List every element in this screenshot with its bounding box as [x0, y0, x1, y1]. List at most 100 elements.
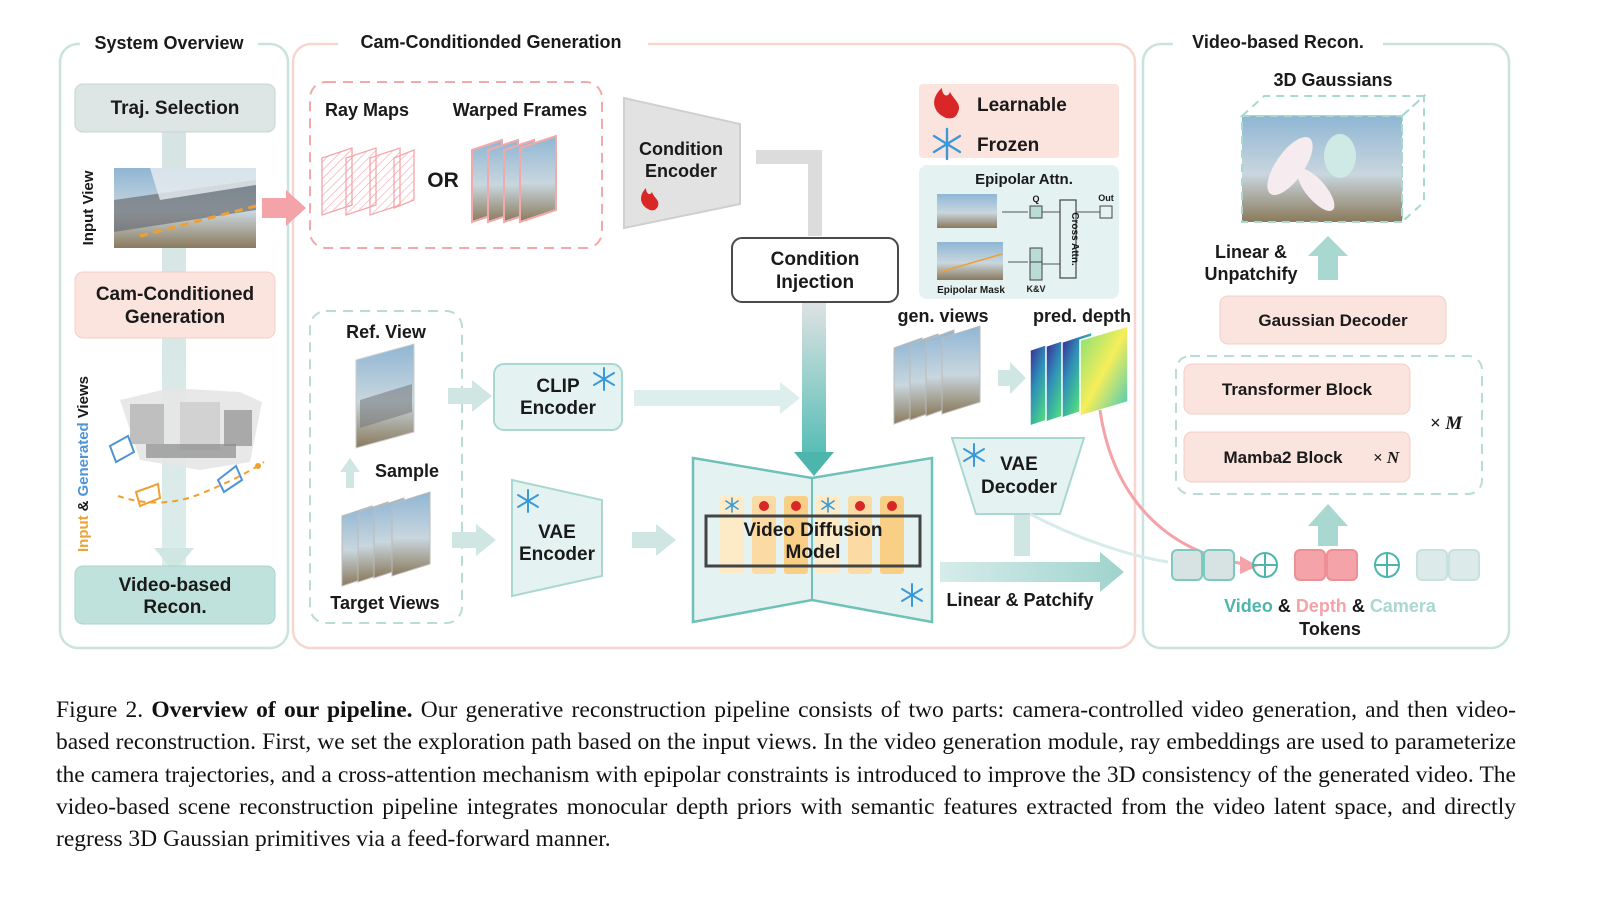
panel-cam-generation: Cam-Conditionded Generation	[291, 30, 1137, 650]
recon-label-line2: Recon.	[143, 597, 206, 618]
decoder-up-stem	[1014, 514, 1030, 556]
point-cloud-illustration	[108, 388, 265, 508]
sample-label: Sample	[375, 461, 439, 481]
pred-depth-image	[1029, 325, 1129, 428]
linear-patchify-label: Linear & Patchify	[946, 590, 1093, 610]
vae-encoder: VAE Encoder	[511, 478, 603, 598]
snowflake-icon	[517, 489, 539, 513]
epi-kv-label: K&V	[1026, 284, 1045, 294]
cam-conditioned-generation-box: Cam-Conditioned Generation	[74, 271, 276, 339]
condition-injection-box: Condition Injection	[731, 237, 899, 303]
or-label: OR	[427, 169, 459, 192]
snowflake-icon	[963, 443, 985, 467]
warped-frames-label: Warped Frames	[453, 100, 587, 120]
figure-caption: Figure 2. Overview of our pipeline. Our …	[56, 694, 1516, 855]
gen-views-image	[893, 325, 981, 425]
flame-icon	[934, 88, 960, 119]
epi-mask-label: Epipolar Mask	[937, 285, 1005, 296]
video-recon-title: Video-based Recon.	[1192, 32, 1364, 52]
mamba-block-label: Mamba2 Block	[1223, 448, 1343, 467]
condition-encoder: Condition Encoder	[623, 96, 741, 230]
epi-q-label: Q	[1032, 194, 1039, 204]
gaussian-decoder-label: Gaussian Decoder	[1258, 311, 1408, 330]
condition-injection-arrowhead	[794, 452, 834, 476]
clip-encoder: CLIP Encoder	[493, 363, 623, 431]
video-tokens	[1171, 549, 1235, 581]
decoder-to-tokens-curve	[1029, 512, 1169, 564]
condition-encoder-label-2: Encoder	[645, 161, 717, 181]
snowflake-icon	[932, 127, 962, 161]
legend-frozen-label: Frozen	[977, 135, 1039, 156]
video-diffusion-model: Video Diffusion Model	[691, 456, 934, 624]
linear-patchify-arrow	[940, 552, 1124, 592]
gen-views-label: gen. views	[897, 306, 988, 326]
tokens-label: Tokens	[1299, 619, 1361, 639]
tokens-to-backbone-arrow	[1308, 504, 1348, 546]
caption-body: Our generative reconstruction pipeline c…	[56, 697, 1517, 853]
panel-video-recon: Video-based Recon.	[1141, 30, 1511, 650]
vdm-label-1: Video Diffusion	[744, 520, 883, 541]
linear-unpatchify-label-2: Unpatchify	[1204, 264, 1297, 284]
plus-icon	[1252, 552, 1278, 578]
target-views-label: Target Views	[330, 593, 439, 613]
epipolar-attention-inset: Epipolar Attn. Q K&V Cross Attn. Out Epi…	[919, 165, 1119, 299]
flame-icon	[641, 188, 659, 211]
sample-arrow	[340, 458, 360, 488]
transformer-block-box: Transformer Block	[1183, 363, 1411, 415]
3d-gaussians-label: 3D Gaussians	[1273, 70, 1392, 90]
views-input-group	[309, 310, 463, 624]
unpatchify-arrow	[1308, 236, 1348, 280]
cam-generation-title: Cam-Conditionded Generation	[361, 32, 622, 52]
vae-to-vdm-arrow	[632, 524, 676, 556]
epi-out-label: Out	[1098, 193, 1114, 203]
backbone-repeat-m: × M	[1430, 413, 1464, 434]
traj-selection-label: Traj. Selection	[111, 98, 240, 119]
overview-flow-arrowhead	[154, 548, 194, 572]
epipolar-title: Epipolar Attn.	[975, 171, 1073, 188]
input-view-label: Input View	[80, 170, 97, 245]
cam-gen-label-line2: Generation	[125, 307, 225, 328]
panel-system-overview: System Overview	[58, 30, 290, 650]
target-to-vae-arrow	[452, 524, 496, 556]
condition-injection-label-1: Condition	[771, 249, 860, 270]
vae-decoder-label-2: Decoder	[981, 477, 1058, 498]
ray-maps-label: Ray Maps	[325, 100, 409, 120]
gaussian-decoder-box: Gaussian Decoder	[1219, 295, 1447, 345]
linear-unpatchify-label-1: Linear &	[1215, 242, 1287, 262]
clip-label-1: CLIP	[536, 376, 580, 397]
ref-to-clip-arrow	[448, 380, 492, 412]
backbone-group	[1175, 355, 1483, 495]
caption-prefix: Figure 2.	[56, 697, 144, 723]
epi-cross-attn-label: Cross Attn.	[1069, 212, 1080, 266]
traj-selection-box: Traj. Selection	[74, 83, 276, 133]
warped-frames-icon	[471, 134, 557, 224]
3d-gaussians-cube	[1239, 93, 1427, 225]
pred-depth-label: pred. depth	[1033, 306, 1131, 326]
input-to-raymaps-arrow	[262, 190, 306, 226]
cam-gen-label-line1: Cam-Conditioned	[96, 284, 254, 305]
ray-maps-icon	[321, 147, 415, 216]
clip-to-vdm-arrow	[634, 382, 800, 414]
target-views-image	[341, 491, 431, 587]
snowflake-icon	[901, 583, 923, 607]
mamba-block-box: Mamba2 Block × N	[1183, 431, 1411, 483]
plus-icon	[1374, 552, 1400, 578]
legend: Learnable Frozen	[919, 84, 1119, 161]
vdm-label-2: Model	[786, 542, 841, 563]
condition-encoder-label-1: Condition	[639, 139, 723, 159]
depth-tokens	[1294, 549, 1358, 581]
ref-view-label: Ref. View	[346, 322, 427, 342]
condition-injection-arrow	[802, 300, 826, 456]
vae-decoder: VAE Decoder	[950, 437, 1086, 515]
mamba-repeat-n: × N	[1373, 448, 1400, 467]
flame-icon	[759, 501, 897, 511]
camera-tokens	[1416, 549, 1480, 581]
recon-label-line1: Video-based	[119, 575, 232, 596]
snowflake-icon	[725, 497, 835, 513]
clip-label-2: Encoder	[520, 398, 597, 419]
transformer-block-label: Transformer Block	[1222, 380, 1373, 399]
caption-title: Overview of our pipeline.	[151, 697, 413, 723]
video-based-recon-box: Video-based Recon.	[74, 565, 276, 625]
input-view-image	[114, 168, 257, 248]
vae-encoder-label-1: VAE	[538, 522, 576, 543]
